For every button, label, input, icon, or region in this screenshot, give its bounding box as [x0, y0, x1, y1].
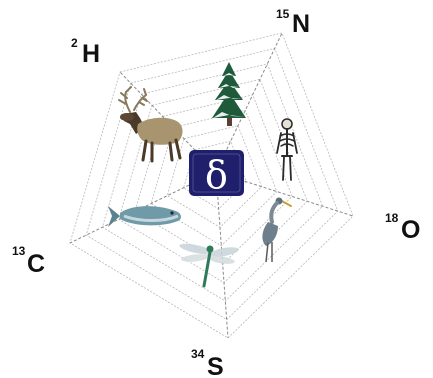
axis-label-34S: 34 S: [191, 347, 224, 378]
delta-symbol: δ: [205, 153, 228, 197]
svg-text:H: H: [82, 40, 100, 68]
svg-text:C: C: [27, 250, 45, 278]
svg-text:S: S: [207, 353, 224, 378]
heron-icon: [262, 198, 291, 263]
svg-text:13: 13: [12, 244, 26, 258]
svg-text:18: 18: [385, 211, 399, 225]
elk-icon: [119, 87, 183, 161]
dragonfly-icon: [179, 242, 240, 286]
axis-label-18O: 18 O: [385, 211, 420, 244]
axis-label-13C: 13 C: [12, 244, 45, 278]
svg-text:15: 15: [276, 7, 290, 21]
tree-icon: [212, 62, 246, 126]
svg-text:O: O: [401, 216, 420, 244]
axis-label-2H: 2 H: [71, 36, 100, 68]
skeleton-icon: [277, 119, 297, 180]
svg-text:2: 2: [71, 36, 78, 50]
svg-text:34: 34: [191, 347, 205, 361]
delta-symbol-badge: δ: [189, 150, 244, 197]
fish-icon: [108, 206, 181, 227]
svg-text:N: N: [292, 10, 310, 38]
